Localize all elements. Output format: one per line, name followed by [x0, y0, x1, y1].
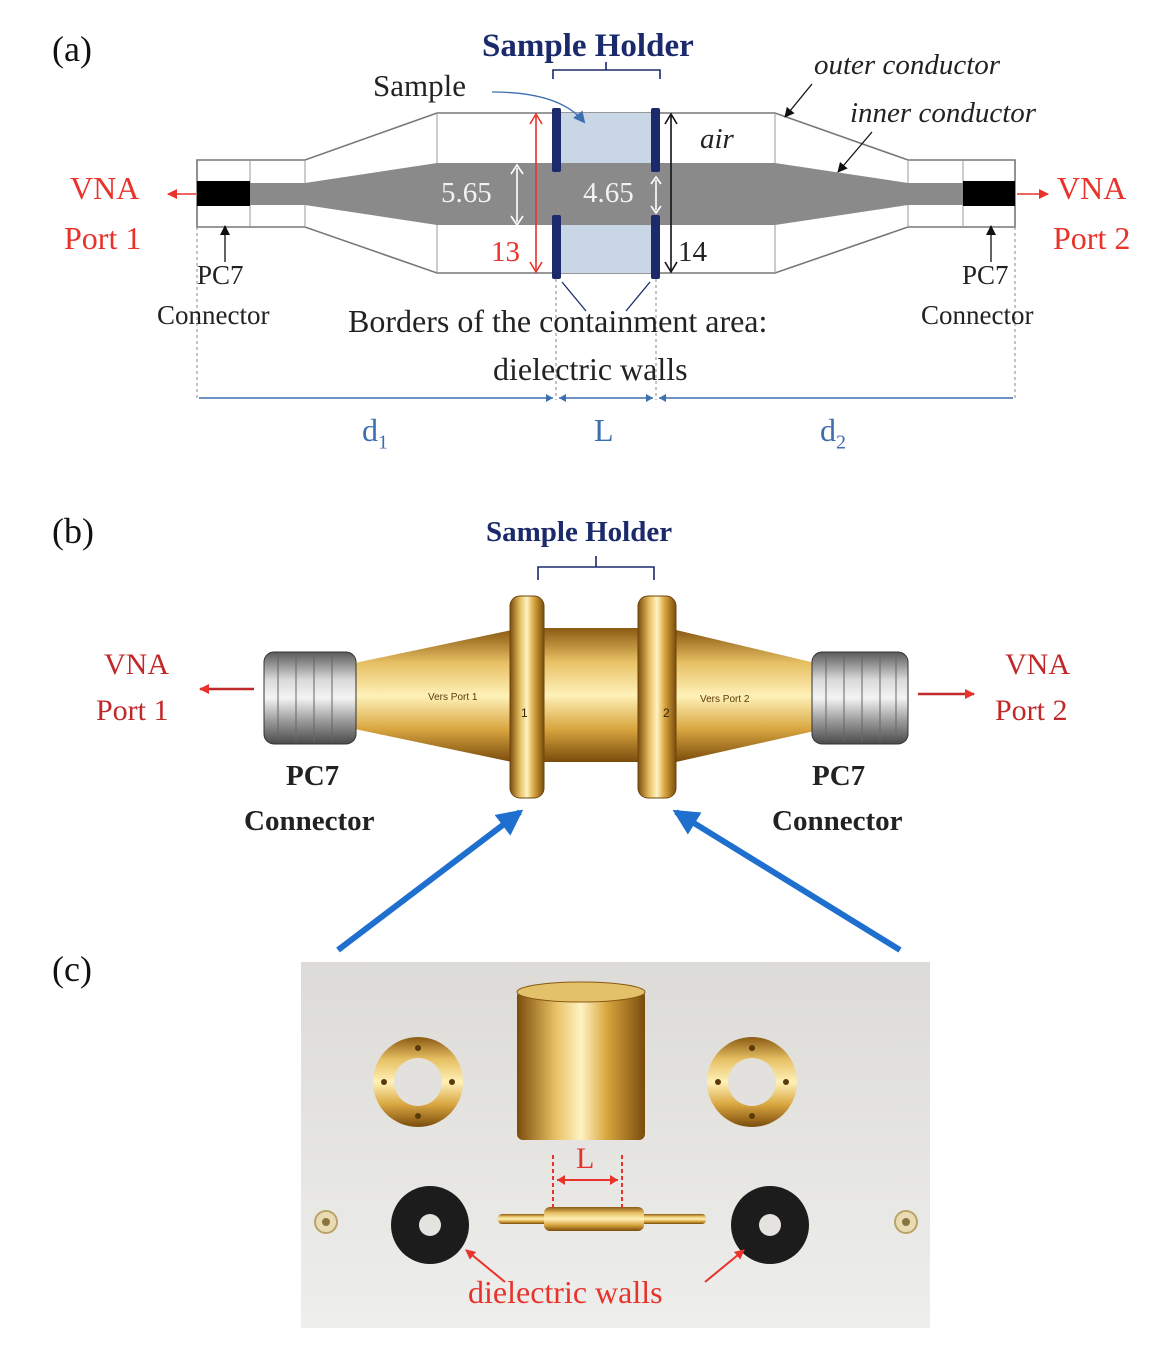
port2-label-b: Port 2 [995, 694, 1068, 727]
pc7-right-label: PC7 [962, 260, 1009, 290]
border-pointer-left [561, 281, 587, 312]
pc7-pin-left [197, 181, 250, 206]
vna-label-left: VNA [70, 170, 140, 206]
dielectric-pointer-right [704, 1249, 745, 1283]
connector-right-label-b: Connector [772, 805, 903, 837]
flange-right [637, 595, 677, 799]
dim-13-label: 13 [491, 236, 520, 268]
d2-label: d2 [820, 412, 846, 454]
coax-line-diagram [167, 62, 1049, 402]
dielectric-wall-right-bottom [651, 215, 660, 279]
sample-holder-title-b: Sample Holder [486, 516, 673, 548]
vna-label-left-b: VNA [104, 648, 169, 681]
outer-conductor-label: outer conductor [814, 49, 1001, 81]
left-cone [350, 630, 512, 762]
sample-label: Sample [373, 68, 466, 103]
sample-holder-title: Sample Holder [482, 28, 694, 64]
port1-label: Port 1 [64, 220, 142, 256]
flange-mark-2: 2 [663, 706, 670, 720]
pc7-left-label: PC7 [197, 260, 244, 290]
dashed-guides [196, 227, 1016, 400]
pc7-connector-left-body [263, 651, 357, 745]
air-label: air [700, 123, 734, 155]
connector-left-label: Connector [157, 300, 270, 330]
port2-label: Port 2 [1053, 220, 1131, 256]
dim-565-label: 5.65 [441, 177, 492, 209]
pc7-right-label-b: PC7 [812, 760, 866, 792]
dielectric-wall-left-top [552, 108, 561, 172]
d1-label: d1 [362, 412, 388, 454]
disassembled-parts-photo [301, 962, 930, 1328]
sample-holder-assembly-photo [199, 556, 975, 953]
panel-label-b: (b) [52, 511, 94, 551]
dim-465-label: 4.65 [583, 177, 634, 209]
right-cone [676, 630, 828, 762]
sample-holder-bracket [552, 62, 661, 79]
inner-conductor [250, 163, 963, 225]
L-label-c: L [576, 1142, 595, 1175]
panel-label-c: (c) [52, 949, 92, 989]
connector-left-label-b: Connector [244, 805, 375, 837]
L-label-a: L [594, 412, 614, 448]
blue-arrow-right [672, 809, 902, 953]
blue-arrow-left [336, 809, 524, 953]
dim-14-label: 14 [678, 236, 707, 268]
border-pointer-right [625, 281, 651, 312]
flange-left [509, 595, 545, 799]
outer-conductor-pointer [784, 83, 813, 118]
dielectric-pointer-left [465, 1249, 506, 1283]
dielectric-wall-right-top [651, 108, 660, 172]
sample-pointer [491, 91, 586, 124]
gold-cylinder [517, 990, 645, 1140]
port1-label-b: Port 1 [96, 694, 169, 727]
pc7-connector-right-body [811, 651, 909, 745]
L-dimension-markers [552, 1155, 623, 1210]
borders-label-line2: dielectric walls [493, 351, 688, 387]
engraving-right: Vers Port 2 [700, 694, 750, 705]
inner-rod-center [544, 1207, 644, 1231]
inner-conductor-label: inner conductor [850, 97, 1037, 129]
dielectric-walls-label-c: dielectric walls [468, 1274, 663, 1310]
borders-label-line1: Borders of the containment area: [348, 303, 768, 339]
connector-knurl [277, 654, 897, 742]
connector-right-label: Connector [921, 300, 1034, 330]
dielectric-wall-left-bottom [552, 215, 561, 279]
sample-holder-bracket-b [537, 556, 655, 580]
pc7-pin-right [963, 181, 1015, 206]
vna-label-right: VNA [1057, 170, 1127, 206]
pc7-left-label-b: PC7 [286, 760, 340, 792]
inner-conductor-pointer [837, 131, 873, 173]
flange-mark-1: 1 [521, 706, 528, 720]
vna-label-right-b: VNA [1005, 648, 1070, 681]
engraving-left: Vers Port 1 [428, 692, 478, 703]
panel-label-a: (a) [52, 29, 92, 69]
